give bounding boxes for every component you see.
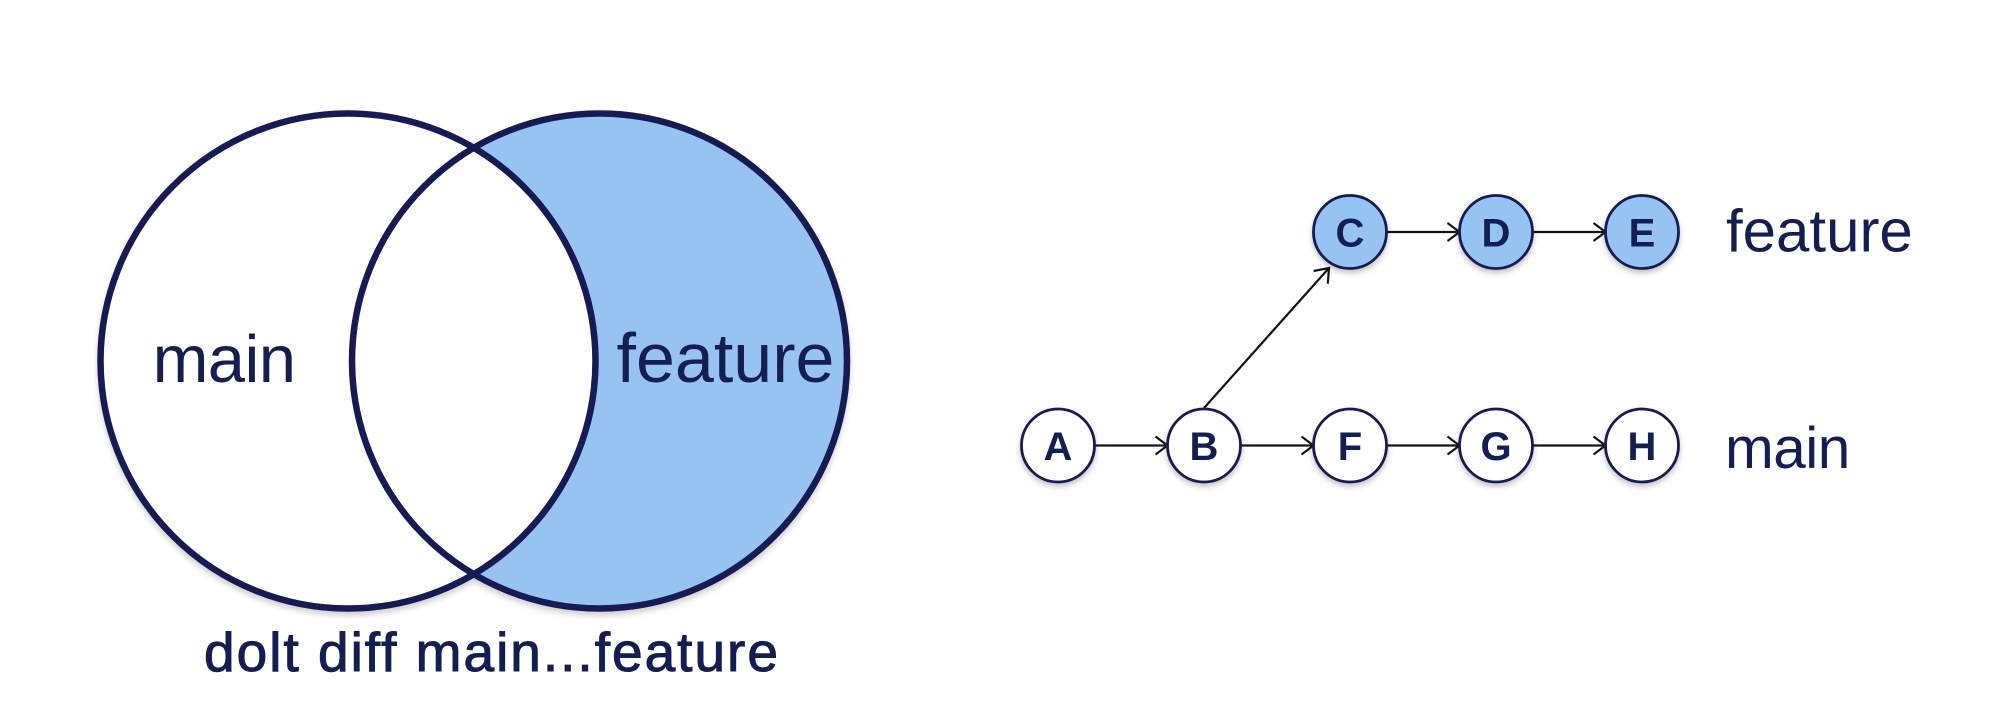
svg-text:main: main xyxy=(153,322,296,397)
svg-text:E: E xyxy=(1629,212,1656,256)
svg-text:C: C xyxy=(1336,212,1365,256)
svg-text:D: D xyxy=(1482,212,1511,256)
svg-text:G: G xyxy=(1480,425,1511,469)
svg-text:H: H xyxy=(1628,425,1657,469)
svg-text:feature: feature xyxy=(1726,198,1913,265)
svg-text:dolt diff main...feature: dolt diff main...feature xyxy=(204,621,780,683)
svg-text:F: F xyxy=(1338,425,1362,469)
svg-text:feature: feature xyxy=(617,319,835,397)
svg-text:B: B xyxy=(1190,425,1219,469)
svg-text:A: A xyxy=(1044,425,1073,469)
svg-text:main: main xyxy=(1725,416,1850,481)
